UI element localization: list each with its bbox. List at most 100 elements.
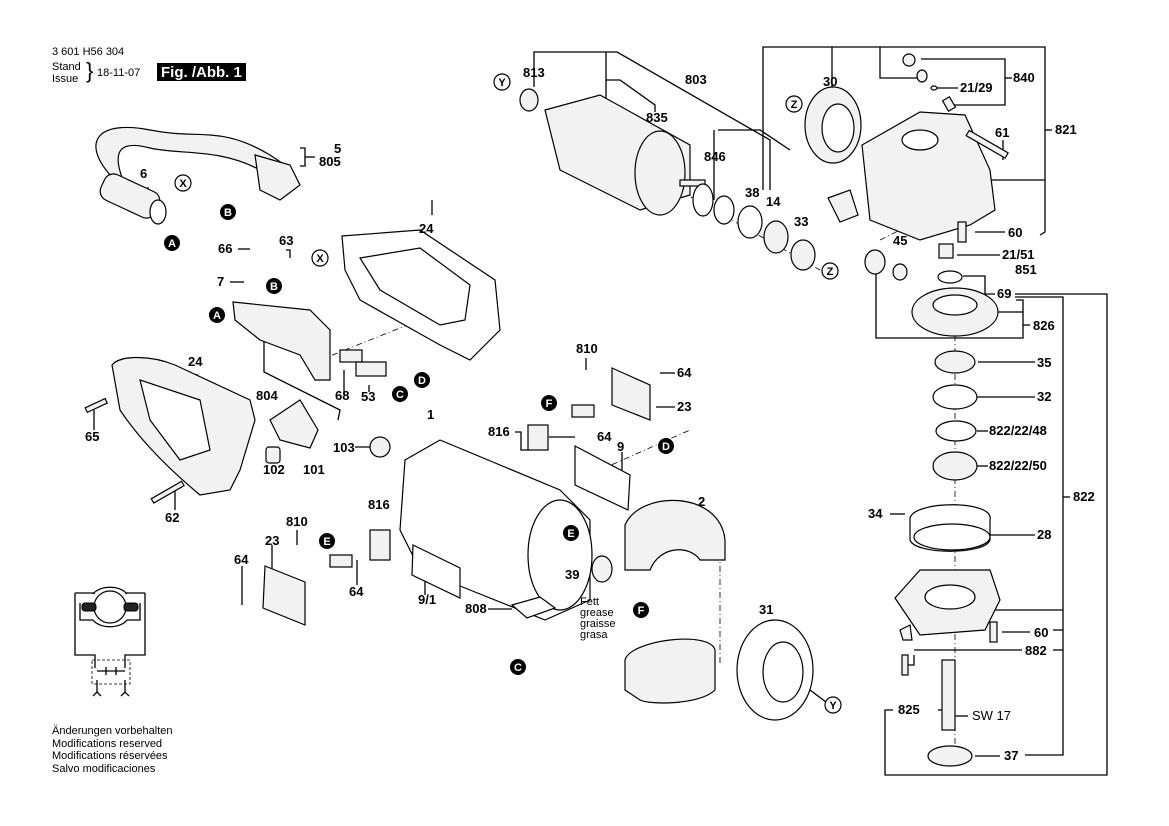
bearing-39 [591, 555, 613, 583]
grease-note-es: grasa [580, 629, 608, 641]
svg-text:Y: Y [829, 700, 837, 712]
svg-text:A: A [168, 238, 176, 250]
label-840: 840 [1013, 70, 1035, 85]
trigger-101 [269, 399, 319, 449]
bearing-35 [934, 350, 976, 374]
brush-holder-816b [369, 529, 391, 561]
o-ring-28 [913, 523, 991, 551]
screw-60a [957, 221, 967, 243]
svg-text:X: X [316, 253, 324, 265]
connector-f-2: F [633, 602, 649, 618]
note-es: Salvo modificaciones [52, 762, 156, 775]
label-23-b: 23 [265, 533, 279, 548]
svg-text:F: F [638, 605, 645, 617]
pinion [864, 249, 886, 275]
issue-label: Issue [52, 73, 79, 85]
label-32: 32 [1037, 389, 1051, 404]
label-33: 33 [794, 214, 808, 229]
connector-e-2: E [319, 533, 335, 549]
label-816-b: 816 [368, 497, 390, 512]
label-816-a: 816 [488, 424, 510, 439]
label-35: 35 [1037, 355, 1051, 370]
screw-882 [901, 654, 909, 676]
plug [254, 154, 301, 201]
label-60-a: 60 [1008, 225, 1022, 240]
part-labels: 813 803 835 846 38 14 33 30 840 21/29 82… [85, 65, 1095, 763]
screw-62 [150, 480, 185, 504]
modification-notes: Änderungen vorbehalten Modifications res… [52, 725, 172, 775]
svg-text:E: E [323, 536, 330, 548]
label-1: 1 [427, 407, 434, 422]
cover-23b [262, 565, 306, 626]
svg-text:C: C [514, 662, 522, 674]
label-14: 14 [766, 194, 781, 209]
ring-38 [737, 205, 763, 239]
brace-icon: } [86, 58, 94, 83]
field-coil-lower [624, 638, 716, 704]
nut-45 [892, 263, 908, 281]
label-822-22-50: 822/22/50 [989, 458, 1047, 473]
circlip-846 [692, 183, 714, 217]
label-62: 62 [165, 510, 179, 525]
svg-text:X: X [179, 178, 187, 190]
cover-9-1 [411, 544, 461, 599]
svg-text:F: F [546, 398, 553, 410]
field-coil-upper [624, 499, 726, 571]
svg-text:A: A [213, 310, 221, 322]
svg-text:D: D [662, 441, 670, 453]
sleeve-21-51 [938, 243, 954, 259]
cover-23a [611, 367, 651, 421]
connector-f-1: F [541, 395, 557, 411]
label-826: 826 [1033, 318, 1055, 333]
svg-text:Z: Z [791, 99, 798, 111]
label-810-a: 810 [576, 341, 598, 356]
screw-60b [989, 621, 998, 643]
washer-846 [713, 195, 735, 225]
label-6: 6 [140, 166, 147, 181]
label-31: 31 [759, 602, 773, 617]
label-882: 882 [1025, 643, 1047, 658]
label-102: 102 [263, 462, 285, 477]
connector-c-1: C [392, 386, 408, 402]
label-21-51: 21/51 [1002, 247, 1035, 262]
wiring-diagram [74, 586, 146, 697]
ring-69 [937, 270, 963, 284]
label-45: 45 [893, 233, 907, 248]
label-53: 53 [361, 389, 375, 404]
switch-103 [369, 436, 391, 458]
label-61: 61 [995, 125, 1009, 140]
bearing-822-22-50 [932, 451, 978, 481]
part-drawings [84, 53, 1009, 767]
label-822: 822 [1073, 489, 1095, 504]
label-64-b: 64 [597, 429, 612, 444]
grease-note-en: grease [580, 607, 614, 619]
label-21-29: 21/29 [960, 80, 993, 95]
label-69: 69 [997, 286, 1011, 301]
bearing-813 [519, 88, 539, 112]
svg-text:B: B [270, 281, 278, 293]
label-813: 813 [523, 65, 545, 80]
brush-holder-816a [527, 424, 549, 451]
label-9: 9 [617, 439, 624, 454]
label-sw17: SW 17 [972, 708, 1011, 723]
screw-65 [84, 397, 109, 414]
connector-e-1: E [563, 525, 579, 541]
connector-b-1: B [220, 204, 236, 220]
ref-x-1: X [174, 174, 192, 192]
screw-61 [965, 129, 1009, 159]
svg-text:Z: Z [827, 266, 834, 278]
issue-date: 18-11-07 [97, 67, 141, 79]
seal-32 [932, 384, 978, 410]
stand-label: Stand [52, 61, 81, 73]
connector-d-2: D [658, 438, 674, 454]
spring-102 [265, 446, 281, 464]
label-808: 808 [465, 601, 487, 616]
switch-block [232, 301, 331, 381]
label-2: 2 [698, 494, 705, 509]
label-60-b: 60 [1034, 625, 1048, 640]
connector-c-2: C [510, 659, 526, 675]
ref-z-2: Z [821, 262, 839, 280]
connector-b-2: B [266, 278, 282, 294]
label-65: 65 [85, 429, 99, 444]
